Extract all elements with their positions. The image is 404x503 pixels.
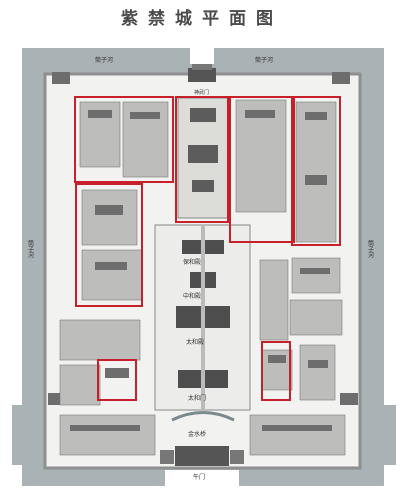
moat-north-label-2: 筒子河 (255, 56, 273, 64)
taihe-hall-label: 太和殿 (186, 338, 204, 346)
moat-north-label: 筒子河 (95, 56, 113, 64)
zone-east (291, 96, 341, 246)
north-gate (188, 68, 216, 82)
zone-northeast (229, 96, 295, 243)
zone-southeast (261, 341, 291, 401)
moat-east-label: 筒子河 (367, 239, 374, 258)
highlighted-zones (74, 96, 341, 401)
south-gate-label: 午门 (193, 473, 205, 481)
south-gate (175, 446, 229, 466)
moat-lower-right (368, 405, 396, 465)
zone-north-center (175, 96, 229, 223)
zone-west (75, 183, 143, 307)
moat-west-label: 筒子河 (27, 239, 34, 258)
taihe-gate-label: 太和门 (188, 394, 206, 402)
zone-northwest (74, 96, 174, 183)
north-gate-label: 神武门 (194, 89, 209, 96)
building-roofs (70, 110, 332, 431)
zone-southwest (97, 359, 137, 401)
baohe-hall-label: 保和殿 (183, 258, 201, 266)
building-blocks (59, 99, 346, 456)
map-title: 紫禁城平面图 (121, 9, 283, 29)
zhonghe-hall-label: 中和殿 (183, 292, 201, 300)
golden-water-label: 金水桥 (188, 430, 206, 438)
moat-lower-left (12, 405, 40, 465)
corner-tower-nw (52, 72, 70, 84)
corner-tower-se (340, 393, 358, 405)
corner-tower-ne (332, 72, 350, 84)
central-axis (154, 97, 251, 422)
